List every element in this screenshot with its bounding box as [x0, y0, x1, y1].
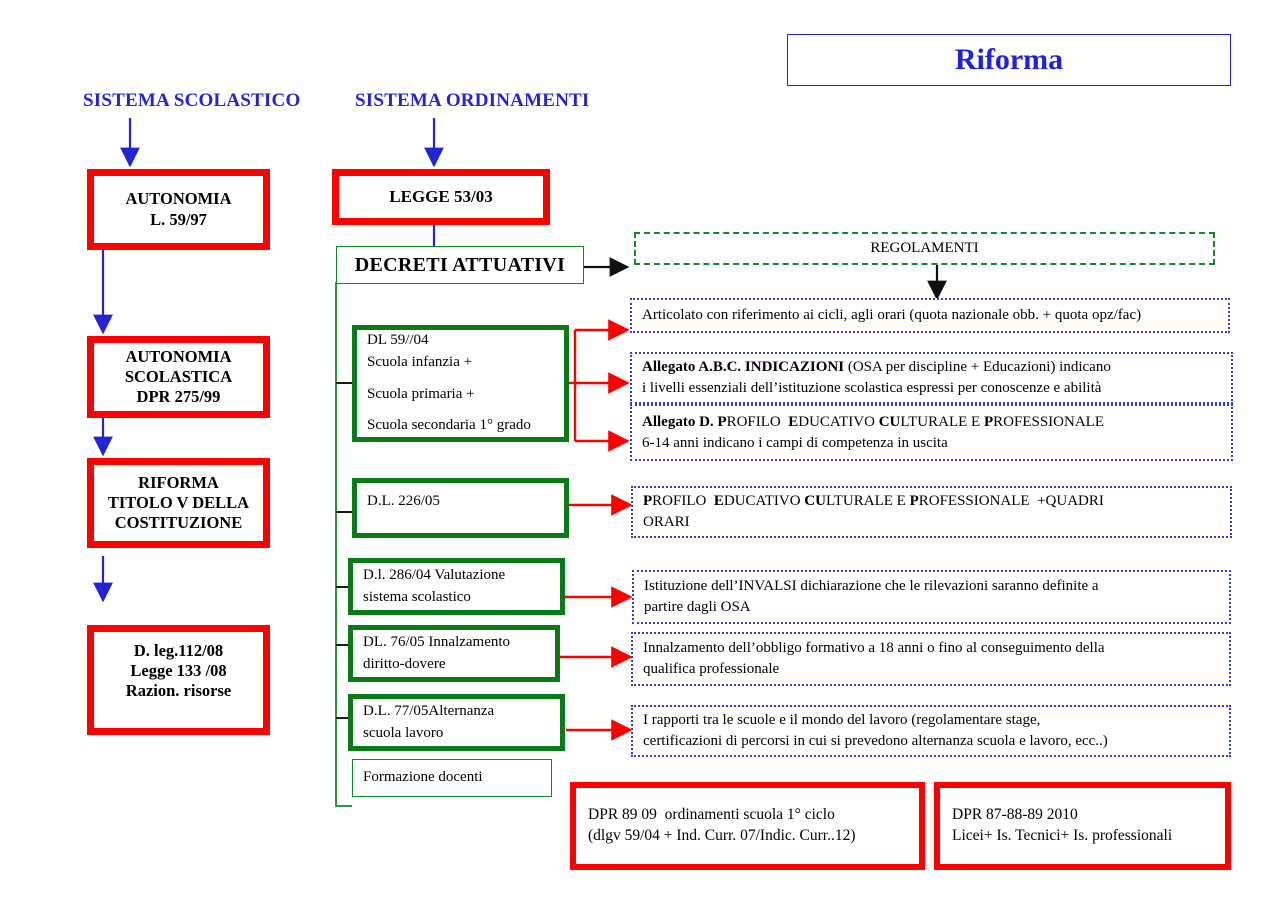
middle-column-heading: SISTEMA ORDINAMENTI — [355, 90, 590, 111]
box-line: SCOLASTICA — [124, 366, 233, 386]
box-invalsi: Istituzione dell’INVALSI dichiarazione c… — [632, 570, 1231, 624]
spacer — [367, 374, 531, 384]
box-line: D.L. 226/05 — [367, 493, 440, 509]
box-line: D.L. 77/05Alternanza — [363, 702, 495, 719]
box-dl-286-04: D.l. 286/04 Valutazione sistema scolasti… — [348, 558, 565, 615]
box-formazione-docenti: Formazione docenti — [352, 759, 552, 797]
box-riforma-titolo-v: RIFORMA TITOLO V DELLA COSTITUZIONE — [87, 458, 270, 548]
dl5904-branch-connector — [566, 319, 630, 452]
box-line: Scuola infanzia + — [367, 353, 473, 370]
box-line: Razion. risorse — [125, 681, 232, 701]
box-line: D. leg.112/08 — [133, 640, 224, 660]
box-legge-53-03: LEGGE 53/03 — [332, 169, 550, 225]
left-column-heading: SISTEMA SCOLASTICO — [83, 90, 301, 111]
box-regolamenti: REGOLAMENTI — [634, 232, 1215, 265]
box-line: DL 59//04 — [367, 332, 429, 348]
box-text: Innalzamento dell’obbligo formativo a 18… — [643, 640, 1105, 677]
box-line: TITOLO V DELLA — [107, 492, 250, 512]
box-rapporti-scuola-lavoro: I rapporti tra le scuole e il mondo del … — [631, 705, 1231, 757]
box-line: REGOLAMENTI — [870, 240, 979, 256]
box-decreti-attuativi: DECRETI ATTUATIVI — [336, 246, 584, 284]
spacer — [367, 405, 531, 415]
box-text: Allegato A.B.C. INDICAZIONI (OSA per dis… — [642, 359, 1111, 396]
box-dl-77-05: D.L. 77/05Alternanza scuola lavoro — [348, 694, 565, 751]
box-d-leg-112-08: D. leg.112/08 Legge 133 /08 Razion. riso… — [87, 625, 270, 735]
box-line: D.l. 286/04 Valutazione — [363, 566, 506, 583]
box-line: DPR 275/99 — [136, 387, 221, 407]
box-dl-59-04: DL 59//04 Scuola infanzia + Scuola prima… — [352, 325, 569, 442]
box-line: DL. 76/05 Innalzamento — [363, 633, 511, 650]
box-dl-76-05: DL. 76/05 Innalzamento diritto-dovere — [348, 625, 560, 682]
decree-to-description-arrows — [557, 494, 633, 741]
page-title-box: Riforma — [787, 34, 1231, 86]
box-line: LEGGE 53/03 — [389, 186, 493, 206]
box-articolato: Articolato con riferimento ai cicli, agl… — [630, 298, 1230, 333]
page-title: Riforma — [954, 43, 1064, 76]
box-line: Formazione docenti — [363, 769, 483, 786]
box-line: diritto-dovere — [363, 655, 446, 672]
box-text: Articolato con riferimento ai cicli, agl… — [642, 307, 1142, 324]
box-line: COSTITUZIONE — [114, 513, 243, 533]
box-line: scuola lavoro — [363, 724, 444, 741]
box-text: Istituzione dell’INVALSI dichiarazione c… — [644, 578, 1099, 615]
box-line: sistema scolastico — [363, 588, 471, 605]
box-line: Scuola secondaria 1° grado — [367, 417, 531, 434]
box-profilo-quadri-orari: PROFILO EDUCATIVO CULTURALE E PROFESSION… — [631, 486, 1232, 538]
box-text: Allegato D. PROFILO EDUCATIVO CULTURALE … — [642, 413, 1104, 451]
box-line: L. 59/97 — [150, 209, 207, 229]
box-line: RIFORMA — [138, 472, 219, 492]
box-line: AUTONOMIA — [125, 189, 232, 209]
box-allegato-d: Allegato D. PROFILO EDUCATIVO CULTURALE … — [630, 404, 1233, 461]
box-dl-226-05: D.L. 226/05 — [352, 478, 569, 538]
box-line: DECRETI ATTUATIVI — [354, 253, 566, 276]
box-line: Legge 133 /08 — [130, 660, 227, 680]
box-obbligo-formativo: Innalzamento dell’obbligo formativo a 18… — [631, 632, 1231, 686]
box-text: DPR 89 09 ordinamenti scuola 1° ciclo(dl… — [588, 806, 856, 844]
box-line: Scuola primaria + — [367, 385, 475, 402]
box-dpr-89-09: DPR 89 09 ordinamenti scuola 1° ciclo(dl… — [570, 782, 925, 870]
box-autonomia-l5997: AUTONOMIA L. 59/97 — [87, 169, 270, 250]
box-autonomia-scolastica: AUTONOMIA SCOLASTICA DPR 275/99 — [87, 336, 270, 418]
box-line: AUTONOMIA — [125, 346, 232, 366]
box-text: PROFILO EDUCATIVO CULTURALE E PROFESSION… — [643, 493, 1104, 530]
box-allegato-abc: Allegato A.B.C. INDICAZIONI (OSA per dis… — [630, 352, 1233, 404]
box-text: I rapporti tra le scuole e il mondo del … — [643, 712, 1108, 749]
